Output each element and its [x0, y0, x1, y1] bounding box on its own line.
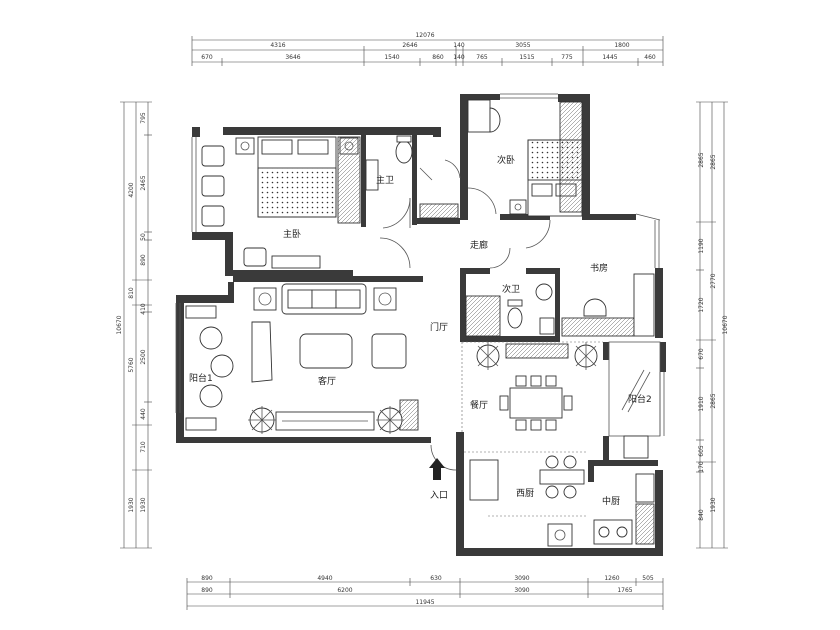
dim-right-total: 10670	[722, 315, 729, 334]
dim-right: 605	[698, 445, 705, 457]
label-master-bedroom: 主卧	[283, 228, 301, 240]
label-second-bath: 次卫	[502, 283, 520, 295]
dim-top: 860	[432, 54, 444, 61]
second-bed	[467, 99, 583, 217]
dim-bottom: 3090	[514, 587, 529, 594]
dim-top: 670	[201, 54, 213, 61]
label-second-bedroom: 次卧	[497, 154, 515, 166]
dim-left: 710	[140, 441, 147, 453]
dim-left: 795	[140, 112, 147, 124]
windows	[175, 93, 665, 437]
dim-right: 1910	[698, 396, 705, 411]
dim-bottom: 3090	[514, 575, 529, 582]
master-bath-fixtures	[365, 135, 459, 219]
dim-right: 2770	[710, 273, 717, 288]
dim-top: 2646	[402, 42, 417, 49]
dim-left: 1930	[128, 497, 135, 512]
top-dimensions: 12076 4316 2646 140 3055 1800 670 3646 1…	[191, 32, 664, 66]
dim-top: 3646	[285, 54, 300, 61]
master-chairs	[201, 145, 225, 227]
dim-bottom: 6200	[337, 587, 352, 594]
master-wardrobe	[337, 136, 361, 224]
bottom-dimensions: 890 4940 630 3090 1260 505 890 6200 3090…	[186, 575, 664, 610]
dim-right: 1190	[698, 238, 705, 253]
dining-table	[499, 375, 573, 431]
dim-left: 2465	[140, 175, 147, 190]
dim-top: 4316	[270, 42, 285, 49]
label-study: 书房	[590, 262, 608, 274]
dim-left: 5760	[128, 357, 135, 372]
dim-top: 3055	[515, 42, 530, 49]
label-western-kitchen: 西厨	[516, 488, 534, 499]
walls	[176, 94, 666, 556]
study-furniture	[561, 273, 655, 337]
dim-bottom-total: 11945	[415, 599, 434, 606]
dim-top: 765	[476, 54, 488, 61]
label-foyer: 门厅	[430, 321, 448, 333]
dim-right: 2865	[698, 152, 705, 167]
dim-top: 140	[453, 54, 465, 61]
label-balcony2: 阳台2	[628, 393, 652, 405]
dim-bottom: 630	[430, 575, 442, 582]
label-living-room: 客厅	[318, 375, 336, 387]
dashed-partitions	[461, 341, 603, 517]
dim-left: 1930	[140, 497, 147, 512]
entrance-arrow-icon	[429, 458, 445, 480]
tv-cabinet	[275, 399, 419, 431]
second-bath-fixtures	[465, 283, 555, 337]
label-chinese-kitchen: 中厨	[602, 495, 620, 507]
balcony1-chairs	[185, 305, 234, 431]
dim-top: 1800	[614, 42, 629, 49]
dim-left: 440	[140, 408, 147, 420]
dim-top: 1515	[519, 54, 534, 61]
dim-bottom: 890	[201, 575, 213, 582]
chinese-kitchen-fixtures	[593, 473, 655, 545]
dim-top: 460	[644, 54, 656, 61]
dim-left-total: 10670	[116, 315, 123, 334]
dim-left: 410	[140, 303, 147, 315]
master-desk	[243, 247, 321, 269]
dim-left: 2500	[140, 349, 147, 364]
dim-bottom: 890	[201, 587, 213, 594]
dim-right: 1930	[710, 497, 717, 512]
balcony2-fixtures	[621, 369, 651, 459]
label-balcony1: 阳台1	[189, 372, 213, 384]
dim-bottom: 505	[642, 575, 654, 582]
dim-top-total: 12076	[415, 32, 434, 39]
plants-living	[248, 406, 404, 434]
dim-right: 2865	[710, 393, 717, 408]
dim-bottom: 4940	[317, 575, 332, 582]
label-corridor: 走廊	[470, 239, 488, 251]
western-kitchen-fixtures	[469, 455, 585, 547]
left-dimensions: 10670 4200 810 5760 1930 795 2465 50 890…	[116, 101, 152, 549]
dim-left: 810	[128, 287, 135, 299]
dim-right: 170	[698, 461, 705, 473]
dim-right: 1720	[698, 297, 705, 312]
label-dining-room: 餐厅	[470, 399, 488, 411]
dim-right: 670	[698, 348, 705, 360]
dim-top: 775	[561, 54, 573, 61]
right-dimensions: 2865 1190 1720 670 1910 605 170 840 2865…	[696, 101, 729, 549]
dim-bottom: 1260	[604, 575, 619, 582]
dim-left: 4200	[128, 182, 135, 197]
dim-right: 840	[698, 509, 705, 521]
master-bed	[235, 136, 359, 218]
dim-bottom: 1765	[617, 587, 632, 594]
dim-left: 890	[140, 254, 147, 266]
dim-top: 1445	[602, 54, 617, 61]
coffee-table	[251, 321, 407, 383]
label-entrance: 入口	[430, 490, 448, 501]
sofa	[253, 283, 397, 315]
label-master-bath: 主卫	[376, 174, 394, 186]
dim-right: 2865	[710, 154, 717, 169]
dining-cabinet	[476, 342, 598, 370]
dim-top: 1540	[384, 54, 399, 61]
dim-top: 140	[453, 42, 465, 49]
dim-left: 50	[140, 233, 147, 241]
